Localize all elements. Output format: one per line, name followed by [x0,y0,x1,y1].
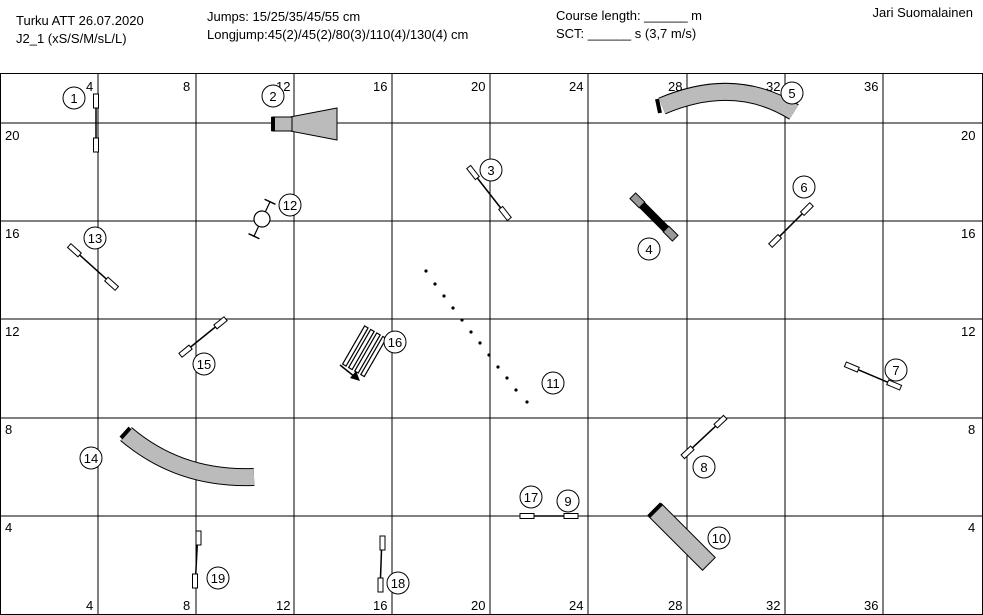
number-badge: 18 [386,571,410,595]
svg-text:7: 7 [892,363,899,378]
number-badge: 6 [792,175,816,199]
grid [0,73,983,615]
top-label: 4 [86,79,93,94]
obstacle-14-tunnel [119,426,255,487]
number-badge: 1 [62,86,86,110]
number-badge: 10 [707,526,731,550]
svg-text:18: 18 [391,576,405,591]
obstacle-10-tunnel [647,502,716,571]
obstacle-11-weave-poles [424,269,529,404]
bottom-label: 24 [569,598,583,613]
obstacle-numbers: 1 2 3 4 5 6 7 8 9 10 11 12 13 14 15 16 1… [62,81,908,595]
sct: SCT: ______ s (3,7 m/s) [556,26,697,41]
left-axis-labels: 20 16 12 8 4 [5,128,19,535]
header-left: Turku ATT 26.07.2020 J2_1 (xS/S/M/sL/L) [16,12,144,48]
number-badge: 17 [519,485,543,509]
bottom-label: 28 [668,598,682,613]
svg-text:3: 3 [487,163,494,178]
obstacle-16-long-jump [339,325,388,381]
obstacle-12-tyre [248,198,276,240]
bottom-label: 4 [86,598,93,613]
longjump-lengths: Longjump:45(2)/45(2)/80(3)/110(4)/130(4)… [207,27,469,42]
number-badge: 11 [541,371,565,395]
right-label: 12 [961,324,975,339]
obstacle-9-17-jump [519,513,579,519]
svg-text:8: 8 [700,460,707,475]
header-middle: Jumps: 15/25/35/45/55 cm Longjump:45(2)/… [207,8,468,44]
event-title: Turku ATT 26.07.2020 [16,13,144,28]
obstacle-4-double-jump [629,192,679,242]
right-label: 20 [961,128,975,143]
svg-text:14: 14 [84,451,98,466]
svg-text:2: 2 [269,89,276,104]
jump-heights: Jumps: 15/25/35/45/55 cm [207,9,361,24]
right-label: 8 [968,422,975,437]
left-label: 4 [5,520,12,535]
svg-text:10: 10 [712,531,726,546]
number-badge: 13 [83,226,107,250]
number-badge: 9 [556,489,580,513]
header-right: Course length: ______ m SCT: ______ s (3… [556,7,702,43]
top-label: 16 [373,79,387,94]
right-label: 16 [961,226,975,241]
obstacle-13-jump [66,243,120,291]
bottom-label: 12 [276,598,290,613]
number-badge: 8 [692,455,716,479]
bottom-label: 16 [373,598,387,613]
obstacle-2-collapsed-tunnel [271,107,338,141]
svg-text:13: 13 [88,231,102,246]
number-badge: 19 [206,566,230,590]
class-info: J2_1 (xS/S/M/sL/L) [16,31,127,46]
obstacle-8-jump [680,414,728,460]
svg-text:9: 9 [564,494,571,509]
svg-text:19: 19 [211,571,225,586]
bottom-label: 36 [864,598,878,613]
number-badge: 3 [479,158,503,182]
svg-text:16: 16 [388,335,402,350]
top-axis-labels: 4 8 12 16 20 24 28 32 36 [86,79,878,94]
svg-text:5: 5 [788,86,795,101]
top-label: 20 [471,79,485,94]
obstacle-6-jump [768,202,814,248]
right-axis-labels: 20 16 12 8 4 [961,128,975,535]
left-label: 8 [5,422,12,437]
obstacle-5-tunnel [655,82,799,120]
left-label: 12 [5,324,19,339]
course-length: Course length: ______ m [556,8,702,23]
number-badge: 12 [278,193,302,217]
left-label: 20 [5,128,19,143]
obstacle-19-jump [192,530,202,589]
obstacle-7-jump [843,361,903,391]
top-label: 8 [183,79,190,94]
obstacle-1-jump [93,93,99,153]
bottom-axis-labels: 4 8 12 16 20 24 28 32 36 [86,598,878,613]
number-badge: 7 [884,358,908,382]
svg-text:17: 17 [524,490,538,505]
number-badge: 16 [383,330,407,354]
bottom-label: 32 [766,598,780,613]
left-label: 16 [5,226,19,241]
obstacle-15-jump [178,316,228,358]
top-label: 24 [569,79,583,94]
svg-text:4: 4 [645,242,652,257]
svg-text:11: 11 [546,376,560,391]
number-badge: 5 [780,81,804,105]
svg-text:12: 12 [283,198,297,213]
obstacle-18-jump [377,535,386,593]
svg-text:1: 1 [70,91,77,106]
number-badge: 14 [79,446,103,470]
right-label: 4 [968,520,975,535]
number-badge: 15 [192,352,216,376]
bottom-label: 20 [471,598,485,613]
top-label: 36 [864,79,878,94]
svg-text:6: 6 [800,180,807,195]
number-badge: 2 [261,84,285,108]
number-badge: 4 [637,237,661,261]
bottom-label: 8 [183,598,190,613]
author-name: Jari Suomalainen [872,5,973,20]
svg-text:15: 15 [197,357,211,372]
obstacle-3-jump [466,164,512,222]
